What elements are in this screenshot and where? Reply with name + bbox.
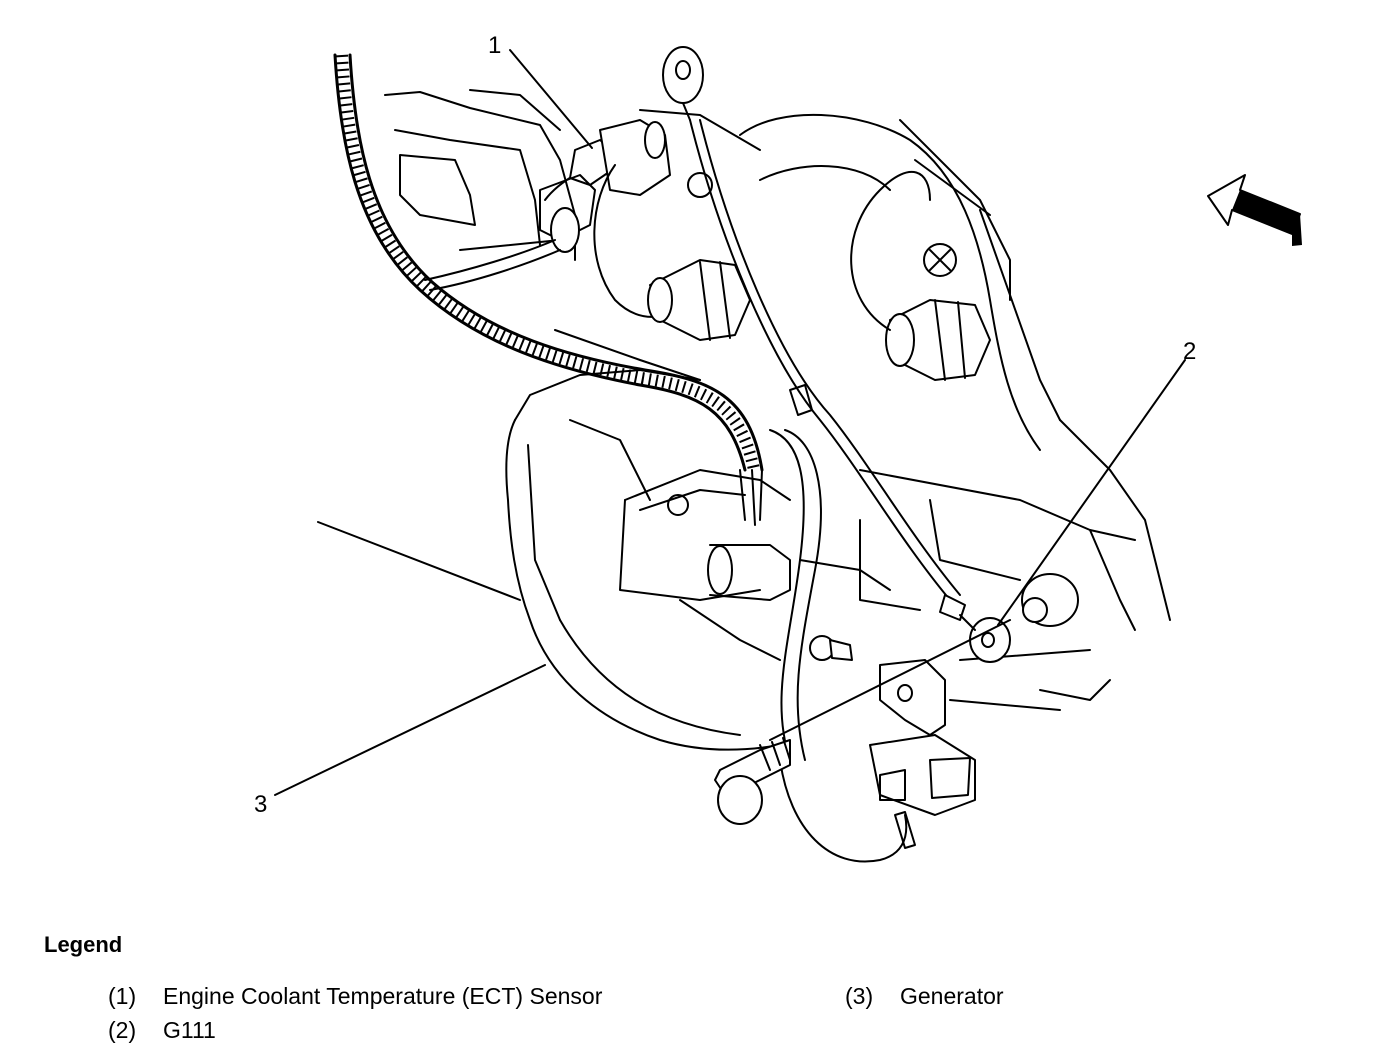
legend-title: Legend: [44, 932, 123, 957]
legend-item-2: (2) G111: [108, 1017, 216, 1044]
legend-item-number: (3): [845, 983, 874, 1009]
legend-item-1: (1) Engine Coolant Temperature (ECT) Sens…: [108, 983, 602, 1010]
legend-item-text: Engine Coolant Temperature (ECT) Sensor: [163, 983, 603, 1009]
legend-item-number: (2): [108, 1017, 137, 1043]
generator: [317, 369, 891, 751]
callout-3: 3: [254, 791, 268, 818]
legend-item-text: Generator: [900, 983, 1004, 1009]
wiring-harness: [333, 53, 908, 863]
engine-block-outline: [384, 89, 1171, 711]
direction-arrow-icon: [1207, 174, 1302, 246]
ground-strap: [662, 46, 966, 621]
callout-2: 2: [1183, 338, 1197, 365]
engine-diagram: [274, 46, 1302, 863]
callout-1: 1: [488, 32, 502, 59]
legend-item-text: G111: [163, 1017, 216, 1043]
fittings: [647, 170, 991, 381]
callout-2-leader: [997, 359, 1186, 626]
legend-item-number: (1): [108, 983, 137, 1009]
callout-3-leader: [274, 664, 546, 796]
g111-ground: [714, 573, 1079, 849]
legend-item-3: (3) Generator: [845, 983, 1004, 1010]
callout-1-leader: [509, 49, 593, 149]
